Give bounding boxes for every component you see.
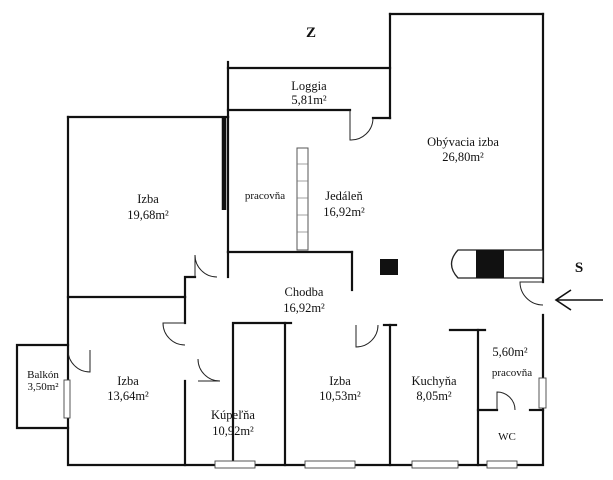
balkon-window xyxy=(63,379,71,419)
windows xyxy=(214,377,547,469)
column-block xyxy=(380,259,398,275)
window-kupelna xyxy=(214,460,256,469)
chodba-area: 16,92m² xyxy=(283,301,325,315)
partition-outline xyxy=(296,147,309,251)
izba1-name: Izba xyxy=(137,192,159,206)
izba3-name: Izba xyxy=(329,374,351,388)
partition-screen xyxy=(296,147,309,251)
balkon-walls xyxy=(15,343,70,430)
pracovna2-area: 5,60m² xyxy=(492,345,528,359)
wc-name: WC xyxy=(498,431,516,443)
kupelna-area: 10,92m² xyxy=(212,424,254,438)
door-izba3 xyxy=(355,324,379,348)
chodba-name: Chodba xyxy=(285,285,324,299)
pracovna1-name: pracovňa xyxy=(245,190,285,202)
kuchyna-name: Kuchyňa xyxy=(411,374,457,388)
loggia-name: Loggia xyxy=(291,79,327,93)
door-wc xyxy=(496,391,516,411)
window-izba3 xyxy=(304,460,356,469)
window-kuchyna xyxy=(411,460,459,469)
doors xyxy=(67,110,544,411)
izba2-name: Izba xyxy=(117,374,139,388)
izba1-area: 19,68m² xyxy=(127,208,169,222)
balkon-area: 3,50m² xyxy=(27,381,59,393)
jedalen-name: Jedáleň xyxy=(325,189,363,203)
door-loggia xyxy=(349,110,374,141)
balkon-name: Balkón xyxy=(27,369,59,381)
column-block-2 xyxy=(476,250,504,278)
door-balkon xyxy=(67,349,91,373)
door-kupelna xyxy=(197,358,221,382)
wall-corridor-nw xyxy=(183,275,197,299)
loggia-area: 5,81m² xyxy=(291,93,327,107)
izba3-area: 10,53m² xyxy=(319,389,361,403)
kuchyna-area: 8,05m² xyxy=(416,389,452,403)
wall-kupelna xyxy=(231,321,287,467)
window-pracovna2 xyxy=(538,377,547,409)
kupelna-name: Kúpeľňa xyxy=(211,408,255,422)
obyvacia-name: Obývacia izba xyxy=(427,135,499,149)
door-entrance xyxy=(519,281,544,306)
interior-walls xyxy=(66,115,545,467)
jedalen-area: 16,92m² xyxy=(323,205,365,219)
compass-north-label: Z xyxy=(306,25,316,41)
door-izba1 xyxy=(194,254,218,278)
door-izba2 xyxy=(162,322,186,346)
entrance-arrow-icon xyxy=(554,289,603,311)
pracovna2-name: pracovňa xyxy=(492,367,532,379)
obyvacia-area: 26,80m² xyxy=(442,150,484,164)
compass-east-label: S xyxy=(575,260,583,276)
window-wc xyxy=(486,460,518,469)
izba2-area: 13,64m² xyxy=(107,389,149,403)
